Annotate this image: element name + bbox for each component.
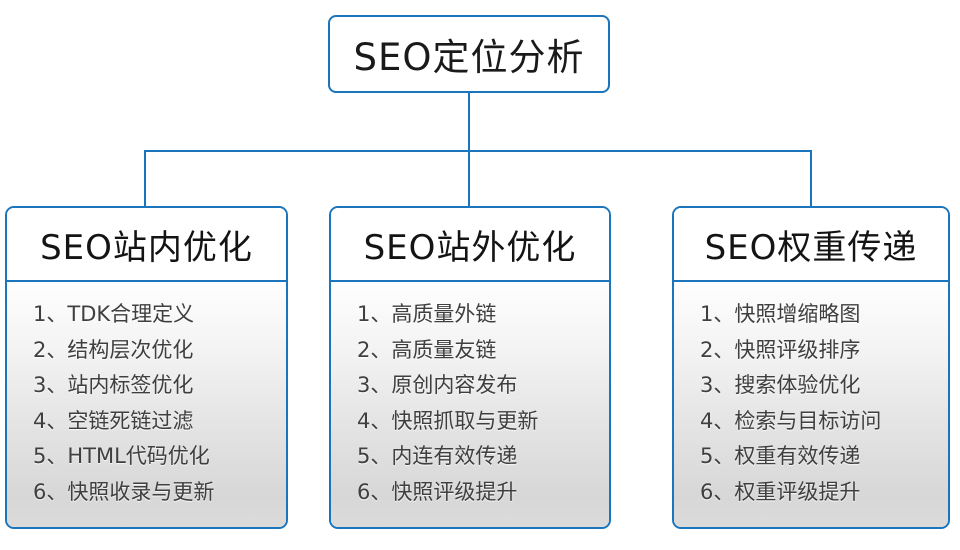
- list-item: 3、搜索体验优化: [700, 373, 861, 397]
- connector-drop-weight: [810, 150, 812, 207]
- root-node: SEO定位分析: [328, 15, 610, 93]
- list-item: 2、快照评级排序: [700, 337, 861, 362]
- connector-root-stem: [468, 93, 470, 151]
- connector-drop-offsite: [468, 150, 470, 207]
- connector-drop-onsite: [144, 150, 146, 207]
- list-item: 5、HTML代码优化: [33, 444, 210, 468]
- branch-weight-transfer: SEO权重传递 1、快照增缩略图 2、快照评级排序 3、搜索体验优化 4、检索与…: [672, 206, 950, 529]
- list-item: 6、快照评级提升: [357, 479, 518, 504]
- list-item: 1、快照增缩略图: [700, 302, 861, 326]
- connector-horizontal-bar: [144, 150, 812, 152]
- list-item: 1、TDK合理定义: [33, 302, 195, 326]
- list-item: 3、站内标签优化: [33, 373, 194, 397]
- branch-onsite-title: SEO站内优化: [7, 208, 286, 282]
- list-item: 4、检索与目标访问: [700, 408, 882, 433]
- branch-onsite-optimization: SEO站内优化 1、TDK合理定义 2、结构层次优化 3、站内标签优化 4、空链…: [5, 206, 288, 529]
- list-item: 4、快照抓取与更新: [357, 408, 539, 433]
- list-item: 2、结构层次优化: [33, 337, 194, 362]
- branch-weight-title: SEO权重传递: [674, 208, 948, 282]
- branch-offsite-title: SEO站外优化: [331, 208, 609, 282]
- list-item: 3、原创内容发布: [357, 373, 518, 397]
- branch-onsite-list: 1、TDK合理定义 2、结构层次优化 3、站内标签优化 4、空链死链过滤 5、H…: [7, 282, 286, 527]
- list-item: 1、高质量外链: [357, 302, 497, 326]
- list-item: 5、权重有效传递: [700, 444, 861, 468]
- list-item: 2、高质量友链: [357, 337, 497, 362]
- branch-offsite-list: 1、高质量外链 2、高质量友链 3、原创内容发布 4、快照抓取与更新 5、内连有…: [331, 282, 609, 527]
- root-title: SEO定位分析: [353, 36, 585, 79]
- branch-offsite-optimization: SEO站外优化 1、高质量外链 2、高质量友链 3、原创内容发布 4、快照抓取与…: [329, 206, 611, 529]
- list-item: 5、内连有效传递: [357, 444, 518, 468]
- list-item: 6、快照收录与更新: [33, 479, 215, 504]
- list-item: 6、权重评级提升: [700, 479, 861, 504]
- list-item: 4、空链死链过滤: [33, 408, 194, 433]
- branch-weight-list: 1、快照增缩略图 2、快照评级排序 3、搜索体验优化 4、检索与目标访问 5、权…: [674, 282, 948, 527]
